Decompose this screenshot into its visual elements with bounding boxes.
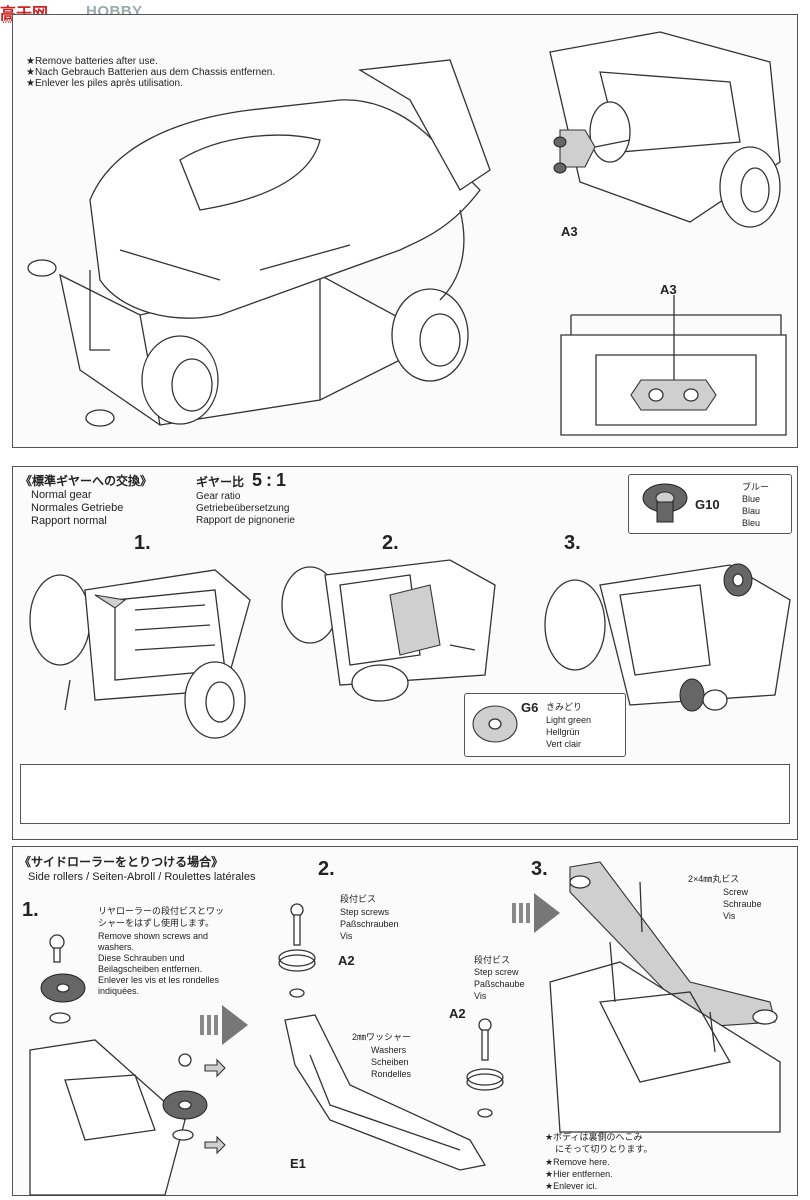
g6-name-jp: きみどり: [546, 702, 583, 712]
gear-step3-illustration: [544, 563, 791, 712]
g10-name-en: Blue: [742, 494, 761, 504]
step1-note-3: Diese Schrauben und: [98, 953, 185, 963]
g10-name-jp: ブルー: [742, 482, 770, 492]
washers-jp: 2㎜ワッシャー: [352, 1032, 412, 1042]
battery-note-de: ★Nach Gebrauch Batterien aus dem Chassis…: [26, 67, 276, 78]
part-label-a3-bottom: A3: [660, 282, 677, 297]
big-arrow-1-icon: [200, 1005, 248, 1045]
battery-note-en: ★Remove batteries after use.: [26, 56, 158, 67]
gear-title-en: Normal gear: [31, 489, 92, 501]
gear-step-2: 2.: [382, 532, 399, 554]
car-body-illustration: [27, 59, 491, 427]
roller-step-2: 2.: [318, 858, 335, 880]
gear-step-3: 3.: [564, 532, 581, 554]
gear-title-fr: Rapport normal: [31, 515, 107, 527]
part-label-a3-top: A3: [561, 224, 578, 239]
step1-note-5: Enlever les vis et les rondelles: [98, 975, 220, 985]
g6-name-fr: Vert clair: [546, 739, 582, 749]
part-label-a2-2: A2: [449, 1006, 466, 1021]
remove-here-jp-2: にそって切りとります。: [555, 1144, 653, 1154]
roller-step2-illustration: [278, 903, 504, 1171]
washers-fr: Rondelles: [371, 1069, 412, 1079]
ratio-title-de: Getriebeübersetzung: [196, 503, 290, 514]
step-screws-fr: Vis: [340, 931, 353, 941]
step-screw-jp: 段付ビス: [474, 955, 511, 965]
roller-title-jp: 《サイドローラーをとりつける場合》: [19, 855, 224, 869]
gear-title-jp: 《標準ギヤーへの交換》: [20, 474, 153, 488]
big-arrow-2-icon: [512, 893, 560, 933]
gear-g6-icon: [472, 705, 518, 743]
washers-en: Washers: [371, 1045, 407, 1055]
part-label-e1: E1: [290, 1156, 306, 1171]
ratio-title-fr: Rapport de pignonerie: [196, 515, 295, 526]
g6-code: G6: [521, 700, 539, 715]
step-screw-fr: Vis: [474, 991, 487, 1001]
round-screw-en: Screw: [723, 887, 749, 897]
step-screws-jp: 段付ビス: [340, 894, 377, 904]
step-screws-de: Paßschrauben: [340, 919, 399, 929]
g10-code: G10: [695, 497, 720, 512]
step-screw-en: Step screw: [474, 967, 519, 977]
gear-g10-icon: [642, 483, 688, 523]
roller-step3-illustration: [549, 861, 781, 1133]
ratio-value: 5:1: [252, 470, 291, 490]
washers-de: Scheiben: [371, 1057, 409, 1067]
remove-here-en: ★Remove here.: [545, 1157, 610, 1167]
step1-note-4: Beilagscheiben entfernen.: [98, 964, 203, 974]
roller-step-3: 3.: [531, 858, 548, 880]
round-screw-de: Schraube: [723, 899, 762, 909]
gear-title-de: Normales Getriebe: [31, 502, 124, 514]
step1-note-1: Remove shown screws and: [98, 931, 209, 941]
round-screw-fr: Vis: [723, 911, 736, 921]
ratio-title-en: Gear ratio: [196, 491, 241, 502]
g10-name-fr: Bleu: [742, 518, 761, 528]
round-screw-jp: 2×4㎜丸ビス: [688, 874, 740, 884]
g10-name-de: Blau: [742, 506, 761, 516]
roller-title-en: Side rollers / Seiten-Abroll / Roulettes…: [28, 871, 256, 883]
g6-name-en: Light green: [546, 715, 592, 725]
roller-step-1: 1.: [22, 899, 39, 921]
battery-note-fr: ★Enlever les piles après utilisation.: [26, 78, 183, 89]
remove-here-jp-1: ★ボディは裏側のへこみ: [545, 1132, 643, 1142]
remove-here-fr: ★Enlever ici.: [545, 1181, 598, 1191]
part-label-a2-1: A2: [338, 953, 355, 968]
step1-note-6: indiquées.: [98, 986, 140, 996]
gear-step2-illustration: [281, 559, 496, 702]
blank-note-box: [20, 764, 790, 824]
roller-step1-illustration: [29, 934, 226, 1196]
g6-name-de: Hellgrün: [546, 727, 580, 737]
gear-step-1: 1.: [134, 532, 151, 554]
g10-callout-box: [628, 474, 792, 534]
step1-note-2: washers.: [98, 942, 135, 952]
rear-chassis-illustration: [549, 31, 781, 228]
step-screws-en: Step screws: [340, 907, 390, 917]
step-screw-de: Paßschaube: [474, 979, 525, 989]
ratio-title-jp: ギヤー比: [196, 475, 245, 489]
gear-step1-illustration: [29, 569, 251, 739]
step1-jp-line-2: シャーをはずし使用します。: [98, 918, 215, 928]
remove-here-de: ★Hier entfernen.: [545, 1169, 613, 1179]
rear-view-illustration: [560, 295, 787, 436]
step1-jp-line-1: リヤローラーの段付ビスとワッ: [98, 906, 225, 916]
